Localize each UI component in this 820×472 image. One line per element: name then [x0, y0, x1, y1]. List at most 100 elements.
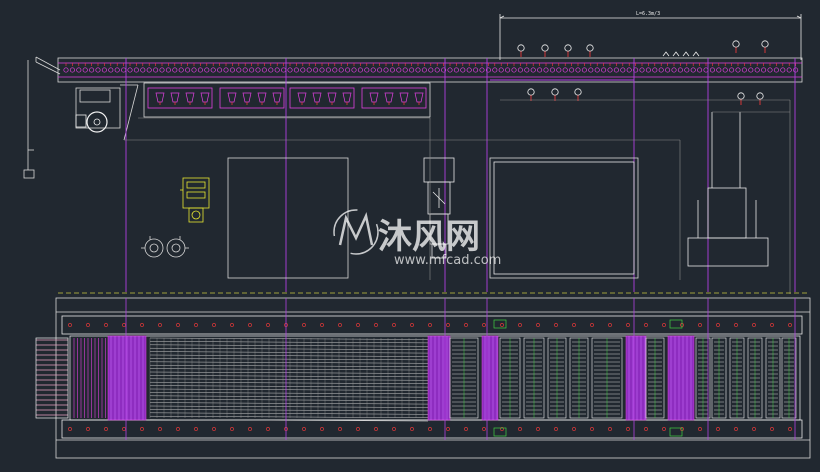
- rail-bolt: [176, 427, 180, 431]
- top-roller: [492, 67, 498, 73]
- roller-block: [481, 335, 499, 421]
- rail-bolt: [482, 323, 486, 327]
- fan-motor: [423, 157, 455, 259]
- rail-bolt: [788, 427, 792, 431]
- rail-bolt: [320, 323, 324, 327]
- top-roller: [338, 67, 344, 73]
- mesh-wire: [149, 364, 429, 367]
- heater-boxes: [147, 87, 427, 109]
- rail-bolt: [644, 323, 648, 327]
- rail-bolt: [536, 427, 540, 431]
- top-roller: [185, 67, 191, 73]
- rail-bolt: [86, 427, 90, 431]
- top-roller: [479, 67, 485, 73]
- top-roller: [76, 67, 82, 73]
- top-roller: [127, 67, 133, 73]
- pump-motor: [180, 177, 210, 223]
- rail-bolt: [230, 427, 234, 431]
- heater-element: [272, 92, 282, 103]
- rail-bolt: [176, 323, 180, 327]
- rail-bolt: [104, 427, 108, 431]
- rail-bolt: [410, 323, 414, 327]
- inlet-frame: [35, 337, 69, 419]
- mesh-wire: [149, 375, 429, 378]
- overall-dimension-text: L=6.3m/3: [636, 11, 660, 17]
- rail-bolt: [158, 427, 162, 431]
- rail-bolt: [320, 427, 324, 431]
- rail-bolt: [338, 323, 342, 327]
- rail-bolt: [68, 427, 72, 431]
- rail-bolt: [500, 323, 504, 327]
- rail-bolt: [104, 323, 108, 327]
- mesh-wire: [149, 351, 429, 354]
- top-roller: [754, 67, 760, 73]
- top-roller: [441, 67, 447, 73]
- top-roller: [319, 67, 325, 73]
- mesh-wire: [149, 415, 429, 418]
- right-mechanism: [687, 112, 769, 267]
- roller-block: [667, 335, 695, 421]
- rail-bolt: [770, 427, 774, 431]
- top-roller: [210, 67, 216, 73]
- rail-bolt: [698, 323, 702, 327]
- heater-element: [369, 92, 379, 103]
- top-roller: [569, 67, 575, 73]
- top-roller: [773, 67, 779, 73]
- top-roller: [517, 67, 523, 73]
- top-roller: [108, 67, 114, 73]
- mesh-wire: [149, 358, 429, 361]
- rail-bolt: [230, 323, 234, 327]
- top-roller: [287, 67, 293, 73]
- rail-bolt: [770, 323, 774, 327]
- top-roller: [665, 67, 671, 73]
- rail-bolt: [554, 427, 558, 431]
- top-roller: [511, 67, 517, 73]
- top-roller: [530, 67, 536, 73]
- top-roller: [325, 67, 331, 73]
- mesh-wire: [149, 412, 429, 415]
- top-roller: [767, 67, 773, 73]
- top-roller: [351, 67, 357, 73]
- rail-bolt: [518, 427, 522, 431]
- rail-bolt: [212, 427, 216, 431]
- rail-bolt: [266, 427, 270, 431]
- top-roller: [204, 67, 210, 73]
- mesh-wire: [149, 344, 429, 347]
- top-roller: [709, 67, 715, 73]
- rail-bolt: [482, 427, 486, 431]
- top-roller: [620, 67, 626, 73]
- mesh-wire: [149, 402, 429, 405]
- rail-bolt: [500, 427, 504, 431]
- conveyor-frame: [57, 57, 803, 83]
- rail-bolt: [212, 323, 216, 327]
- rail-bolt: [428, 427, 432, 431]
- top-roller: [217, 67, 223, 73]
- rail-bolt: [194, 323, 198, 327]
- top-roller: [249, 67, 255, 73]
- heater-element: [227, 92, 237, 103]
- rail-bolt: [302, 323, 306, 327]
- heater-element: [170, 92, 180, 103]
- heater-element: [399, 92, 409, 103]
- rail-bolt: [356, 427, 360, 431]
- rail-bolt: [158, 323, 162, 327]
- top-roller: [613, 67, 619, 73]
- mesh-wire: [149, 378, 429, 381]
- mesh-wire: [149, 371, 429, 374]
- top-roller: [645, 67, 651, 73]
- sensor: [669, 427, 683, 437]
- top-roller: [421, 67, 427, 73]
- top-roller: [543, 67, 549, 73]
- heater-housing: [143, 82, 431, 118]
- rail-bolt: [356, 323, 360, 327]
- mesh-belt: [69, 335, 801, 422]
- heater-element: [200, 92, 210, 103]
- top-roller: [146, 67, 152, 73]
- top-roller: [306, 67, 312, 73]
- watermark-logo-icon: [333, 209, 379, 255]
- top-roller: [498, 67, 504, 73]
- top-roller: [658, 67, 664, 73]
- top-roller: [626, 67, 632, 73]
- plan-section-lines: [125, 298, 796, 440]
- rail-bolt: [716, 323, 720, 327]
